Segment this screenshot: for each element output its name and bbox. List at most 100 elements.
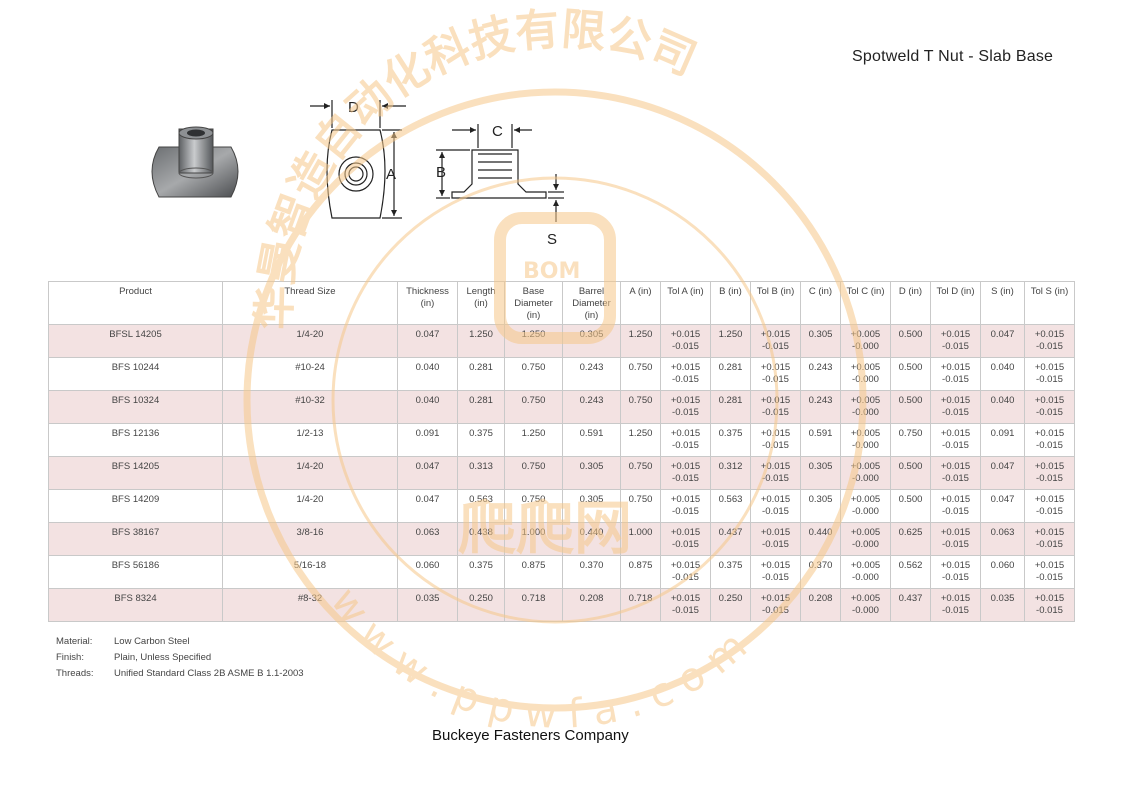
note-label: Material: <box>56 636 93 647</box>
table-cell: 0.718 <box>504 588 563 622</box>
table-cell: 1.000 <box>620 522 661 556</box>
table-cell: 0.035 <box>397 588 458 622</box>
table-cell: 0.047 <box>980 456 1025 490</box>
table-cell: 0.047 <box>980 489 1025 523</box>
table-cell: 0.305 <box>800 324 841 358</box>
table-cell: 0.281 <box>457 357 505 391</box>
header-tol-d: Tol D (in) <box>930 281 981 325</box>
header-barrel-diameter: Barrel Diameter (in) <box>562 281 621 325</box>
table-cell: +0.005 -0.000 <box>840 555 891 589</box>
label-s: S <box>547 231 557 248</box>
table-cell: 0.305 <box>562 456 621 490</box>
table-cell: +0.015 -0.015 <box>930 489 981 523</box>
table-cell: +0.005 -0.000 <box>840 357 891 391</box>
header-b: B (in) <box>710 281 751 325</box>
note-value: Unified Standard Class 2B ASME B 1.1-200… <box>114 668 304 679</box>
header-tol-c: Tol C (in) <box>840 281 891 325</box>
header-thickness: Thickness (in) <box>397 281 458 325</box>
table-cell: +0.015 -0.015 <box>930 588 981 622</box>
table-cell: 0.375 <box>710 423 751 457</box>
table-cell: +0.005 -0.000 <box>840 390 891 424</box>
table-cell: 0.312 <box>710 456 751 490</box>
table-cell: +0.005 -0.000 <box>840 489 891 523</box>
table-cell: BFS 38167 <box>48 522 223 556</box>
table-cell: 0.375 <box>457 423 505 457</box>
label-b: B <box>436 164 446 181</box>
table-cell: +0.015 -0.015 <box>750 555 801 589</box>
table-cell: 0.500 <box>890 390 931 424</box>
table-cell: 0.437 <box>890 588 931 622</box>
table-cell: +0.015 -0.015 <box>1024 357 1075 391</box>
table-cell: 0.438 <box>457 522 505 556</box>
header-s: S (in) <box>980 281 1025 325</box>
table-cell: 0.750 <box>620 489 661 523</box>
table-cell: +0.015 -0.015 <box>1024 555 1075 589</box>
table-cell: BFS 14205 <box>48 456 223 490</box>
table-cell: +0.015 -0.015 <box>660 357 711 391</box>
table-cell: +0.015 -0.015 <box>660 555 711 589</box>
note-finish: Finish: Plain, Unless Specified <box>56 652 304 668</box>
table-cell: 0.563 <box>457 489 505 523</box>
table-cell: 0.875 <box>620 555 661 589</box>
table-cell: 0.750 <box>620 357 661 391</box>
table-cell: #10-32 <box>222 390 398 424</box>
table-cell: +0.015 -0.015 <box>1024 423 1075 457</box>
table-cell: 0.440 <box>800 522 841 556</box>
table-cell: 0.375 <box>457 555 505 589</box>
table-cell: 1.250 <box>620 324 661 358</box>
table-cell: 0.562 <box>890 555 931 589</box>
table-cell: 0.500 <box>890 456 931 490</box>
table-cell: +0.015 -0.015 <box>930 423 981 457</box>
table-cell: 1.250 <box>620 423 661 457</box>
note-value: Plain, Unless Specified <box>114 652 212 663</box>
table-cell: 0.040 <box>980 390 1025 424</box>
table-cell: 0.243 <box>800 357 841 391</box>
table-cell: +0.015 -0.015 <box>930 456 981 490</box>
table-cell: 0.060 <box>397 555 458 589</box>
table-cell: 0.243 <box>562 390 621 424</box>
table-cell: 1/4-20 <box>222 489 398 523</box>
table-cell: 0.305 <box>562 324 621 358</box>
table-cell: BFS 14209 <box>48 489 223 523</box>
table-cell: 0.750 <box>504 390 563 424</box>
table-cell: 0.370 <box>800 555 841 589</box>
table-cell: 0.040 <box>397 357 458 391</box>
table-cell: 0.750 <box>620 390 661 424</box>
table-cell: 0.047 <box>980 324 1025 358</box>
table-cell: 0.047 <box>397 324 458 358</box>
table-cell: +0.015 -0.015 <box>750 522 801 556</box>
table-cell: +0.015 -0.015 <box>930 555 981 589</box>
table-cell: 0.047 <box>397 456 458 490</box>
table-cell: 0.091 <box>397 423 458 457</box>
table-cell: 0.243 <box>562 357 621 391</box>
label-d: D <box>348 99 359 116</box>
table-cell: 0.250 <box>710 588 751 622</box>
table-cell: 0.305 <box>800 489 841 523</box>
company-footer: Buckeye Fasteners Company <box>432 727 629 744</box>
table-cell: 1.250 <box>710 324 751 358</box>
table-cell: +0.015 -0.015 <box>750 324 801 358</box>
table-cell: 0.437 <box>710 522 751 556</box>
table-cell: 0.718 <box>620 588 661 622</box>
table-cell: +0.015 -0.015 <box>1024 390 1075 424</box>
table-cell: 0.243 <box>800 390 841 424</box>
table-cell: 1/2-13 <box>222 423 398 457</box>
header-d: D (in) <box>890 281 931 325</box>
note-value: Low Carbon Steel <box>114 636 190 647</box>
label-a: A <box>386 166 396 183</box>
table-cell: 3/8-16 <box>222 522 398 556</box>
table-cell: +0.005 -0.000 <box>840 324 891 358</box>
header-product: Product <box>48 281 223 325</box>
header-a: A (in) <box>620 281 661 325</box>
table-cell: +0.015 -0.015 <box>750 357 801 391</box>
header-base-diameter: Base Diameter (in) <box>504 281 563 325</box>
table-cell: 0.250 <box>457 588 505 622</box>
header-length: Length (in) <box>457 281 505 325</box>
table-cell: 0.500 <box>890 489 931 523</box>
header-tol-a: Tol A (in) <box>660 281 711 325</box>
